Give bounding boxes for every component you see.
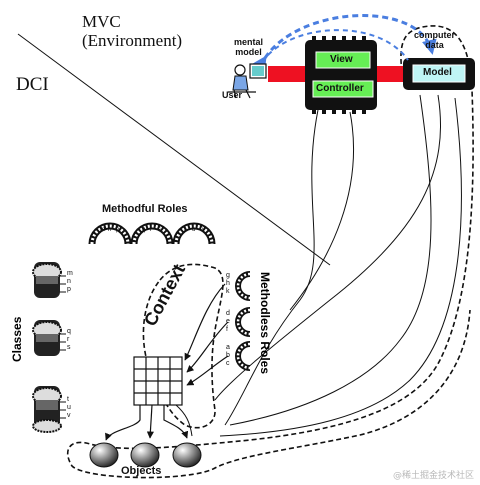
objects-label: Objects	[121, 465, 162, 477]
blue-dashed-arc-inner	[267, 29, 409, 61]
methodful-letter: s	[158, 227, 161, 233]
blue-dashed-arc-outer	[252, 14, 437, 73]
class-letter: t	[67, 396, 69, 403]
object-sphere	[89, 442, 119, 468]
methodful-letter: r	[150, 227, 152, 233]
role-letter: a	[226, 344, 230, 351]
connector-line	[219, 97, 462, 437]
watermark: @稀土掘金技术社区	[392, 471, 474, 481]
connector-line	[214, 94, 441, 401]
methodful-letter: m	[100, 227, 105, 233]
red-link-controller-model	[376, 66, 406, 82]
role-letter: b	[226, 352, 230, 359]
computer-data-label: computer data	[414, 30, 456, 50]
controller-box	[312, 80, 374, 98]
connector-line	[289, 111, 354, 311]
object-sphere	[172, 442, 202, 468]
methodless-roles-title: Methodless Roles	[258, 272, 272, 375]
role-letter: k	[226, 288, 230, 295]
divider-line	[17, 33, 331, 266]
context-grid	[133, 356, 183, 406]
methodful-letter: p	[116, 227, 120, 233]
mental-model-label: mental model	[234, 37, 264, 57]
methodful-letter: u	[192, 227, 196, 233]
connector-line	[224, 109, 319, 426]
arrow-role-to-grid	[186, 355, 229, 386]
class-letter: s	[67, 344, 71, 351]
arrow-grid-to-object	[163, 405, 189, 439]
class-letter: v	[67, 412, 71, 419]
role-letter: c	[226, 360, 230, 367]
arrow-role-to-grid	[186, 321, 229, 373]
class-letter: u	[67, 404, 71, 411]
role-letter: g	[226, 272, 230, 279]
arrow-role-to-grid	[184, 283, 226, 361]
dashed-model-objects-loop	[66, 25, 474, 479]
red-link-user-view	[268, 66, 310, 82]
class-letter: q	[67, 328, 71, 335]
class-letter: m	[67, 270, 73, 277]
role-letter: f	[226, 326, 228, 333]
controller-label: Controller	[316, 83, 364, 94]
methodless-role-icons	[235, 271, 251, 371]
class-cylinder-3	[32, 386, 66, 433]
user-figure	[228, 63, 267, 99]
methodful-roles-title: Methodful Roles	[102, 203, 188, 215]
model-label: Model	[423, 67, 452, 78]
methodful-letter: t	[184, 227, 186, 233]
methodful-role-icons	[88, 222, 216, 245]
methodful-letter: n	[108, 227, 112, 233]
object-sphere	[130, 442, 160, 468]
methodful-letter: v	[200, 227, 203, 233]
classes-title: Classes	[10, 316, 24, 362]
role-letter: e	[226, 318, 230, 325]
user-label: User	[222, 90, 243, 100]
view-controller-chip	[305, 36, 377, 114]
connector-line	[229, 94, 432, 426]
class-cylinder-1	[32, 262, 66, 298]
class-cylinder-2	[32, 320, 66, 356]
class-letter: p	[67, 286, 71, 293]
arrow-grid-to-object	[146, 404, 154, 439]
methodful-letter: q	[142, 227, 146, 233]
class-letter: r	[67, 336, 70, 343]
role-letter: d	[226, 310, 230, 317]
view-label: View	[330, 54, 353, 65]
arrow-grid-to-object	[175, 404, 193, 437]
class-letter: n	[67, 278, 71, 285]
dci-title: DCI	[16, 74, 49, 95]
arrow-grid-to-object	[105, 405, 141, 441]
role-letter: h	[226, 280, 230, 287]
mvc-title: MVC	[82, 12, 121, 31]
mvc-subtitle: (Environment)	[82, 31, 183, 50]
